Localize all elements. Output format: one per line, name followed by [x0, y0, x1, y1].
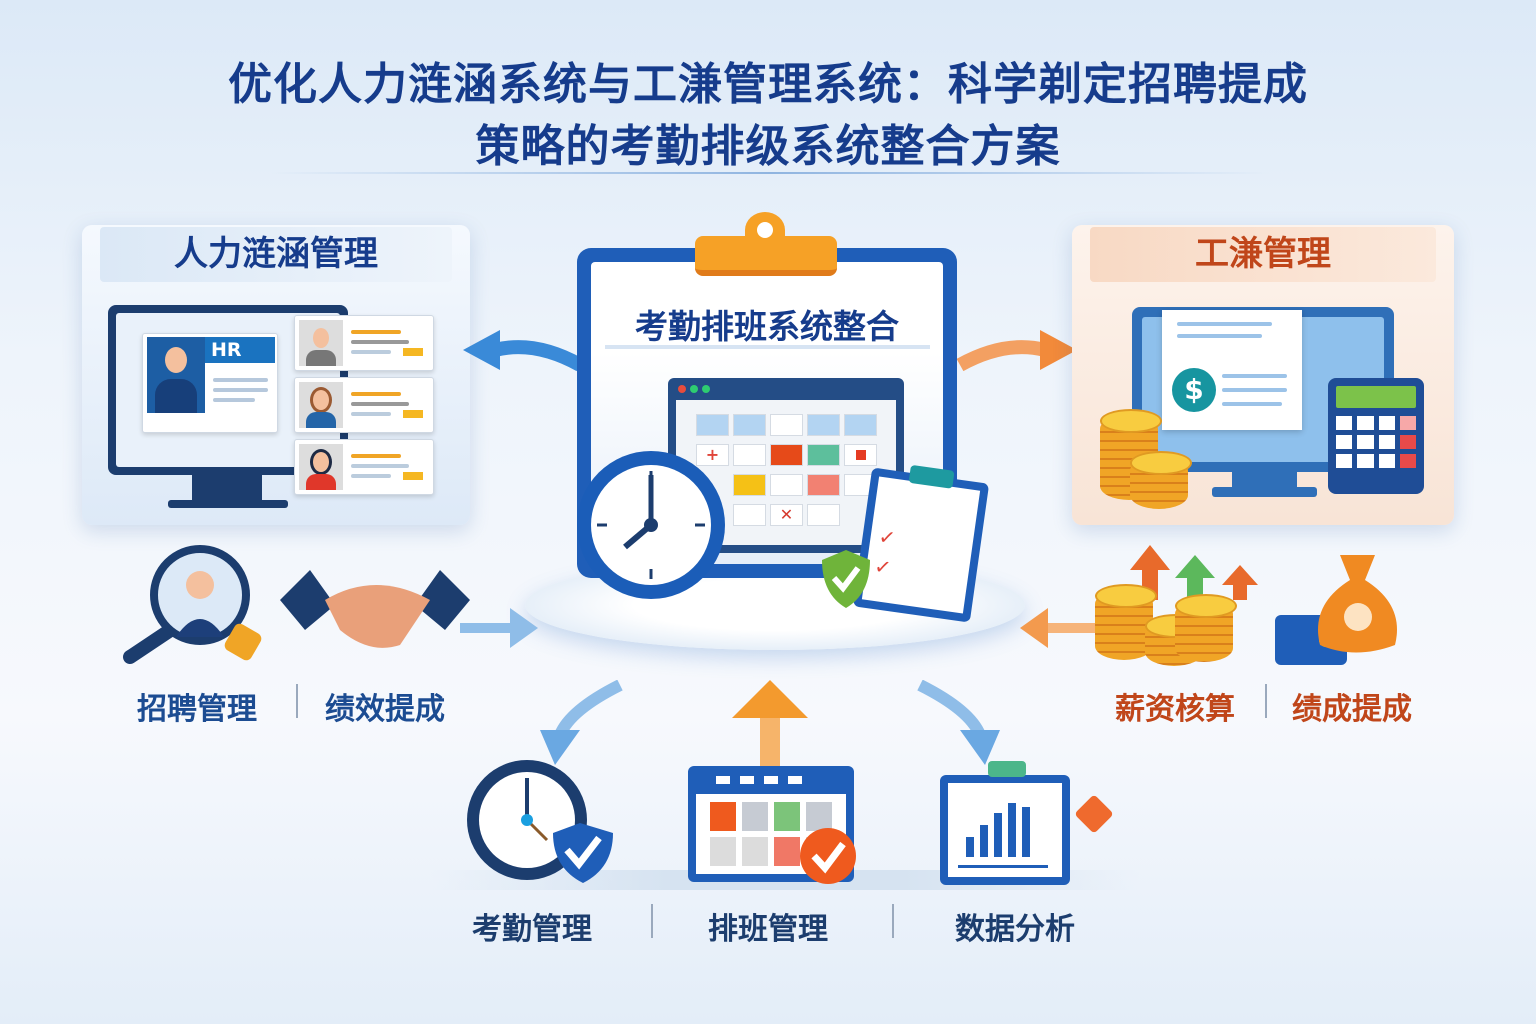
arrow-right-icon: [956, 330, 1077, 372]
payslip-document: $: [1162, 310, 1302, 430]
candidate-card: [294, 439, 434, 495]
person-avatar-icon: [299, 444, 343, 490]
coin-stack-icon: [1095, 584, 1157, 660]
arrow-right-icon: [460, 608, 538, 648]
hr-profile-card: HR: [142, 333, 278, 433]
payroll-panel: 工溓管理 $: [1072, 225, 1454, 525]
label-recruitment: 招聘管理: [137, 692, 257, 727]
label-salary: 薪资核算: [1115, 692, 1235, 727]
attendance-clock-icon: [467, 760, 613, 883]
label-commission: 绩成提成: [1292, 692, 1412, 727]
person-avatar-icon: [299, 320, 343, 366]
label-data-analysis: 数据分析: [955, 912, 1075, 947]
integration-heading: 考勤排班系统整合: [635, 307, 899, 346]
hr-badge: HR: [205, 337, 275, 363]
candidate-card: [294, 377, 434, 433]
divider: [1265, 684, 1267, 718]
arrow-down-left-icon: [554, 680, 623, 738]
coin-stack-icon: [1130, 451, 1192, 509]
analytics-chart-icon: [940, 761, 1070, 885]
arrow-left-icon: [463, 330, 584, 372]
payroll-panel-heading: 工溓管理: [1090, 227, 1436, 282]
divider: [296, 684, 298, 718]
title-line-2: 策略的考勤排级系统整合方案: [475, 121, 1061, 172]
shield-check-icon: [822, 550, 870, 608]
divider: [892, 904, 894, 938]
magnifier-person-icon: [123, 545, 262, 664]
arrow-up-icon: [760, 715, 780, 770]
dollar-icon: $: [1172, 368, 1216, 412]
title-divider: [270, 172, 1270, 174]
growth-arrows-icon: [1130, 545, 1258, 600]
money-bag-icon: [1318, 555, 1397, 653]
arrow-down-right-icon: [917, 680, 986, 738]
person-avatar-icon: [147, 337, 205, 413]
check-badge-icon: [800, 828, 856, 884]
label-attendance: 考勤管理: [472, 912, 592, 947]
label-performance: 绩效提成: [325, 692, 445, 727]
flow-arrows: [540, 680, 1000, 770]
clock-icon: [577, 451, 725, 599]
label-scheduling: 排班管理: [708, 912, 828, 947]
coin-stack-icon: [1175, 594, 1237, 662]
hr-panel: 人力涟涵管理 HR: [82, 225, 470, 525]
hr-panel-heading: 人力涟涵管理: [100, 227, 452, 282]
clipboard-clip-icon: [695, 236, 837, 276]
title-line-1: 优化人力涟涵系统与工溓管理系统：科学剃定招聘提成: [228, 59, 1308, 110]
calculator-icon: [1328, 378, 1424, 494]
candidate-card: [294, 315, 434, 371]
arrow-left-icon: [1020, 608, 1098, 648]
divider: [651, 904, 653, 938]
person-avatar-icon: [299, 382, 343, 428]
gear-icon: [1074, 794, 1114, 834]
handshake-icon: [280, 570, 470, 648]
